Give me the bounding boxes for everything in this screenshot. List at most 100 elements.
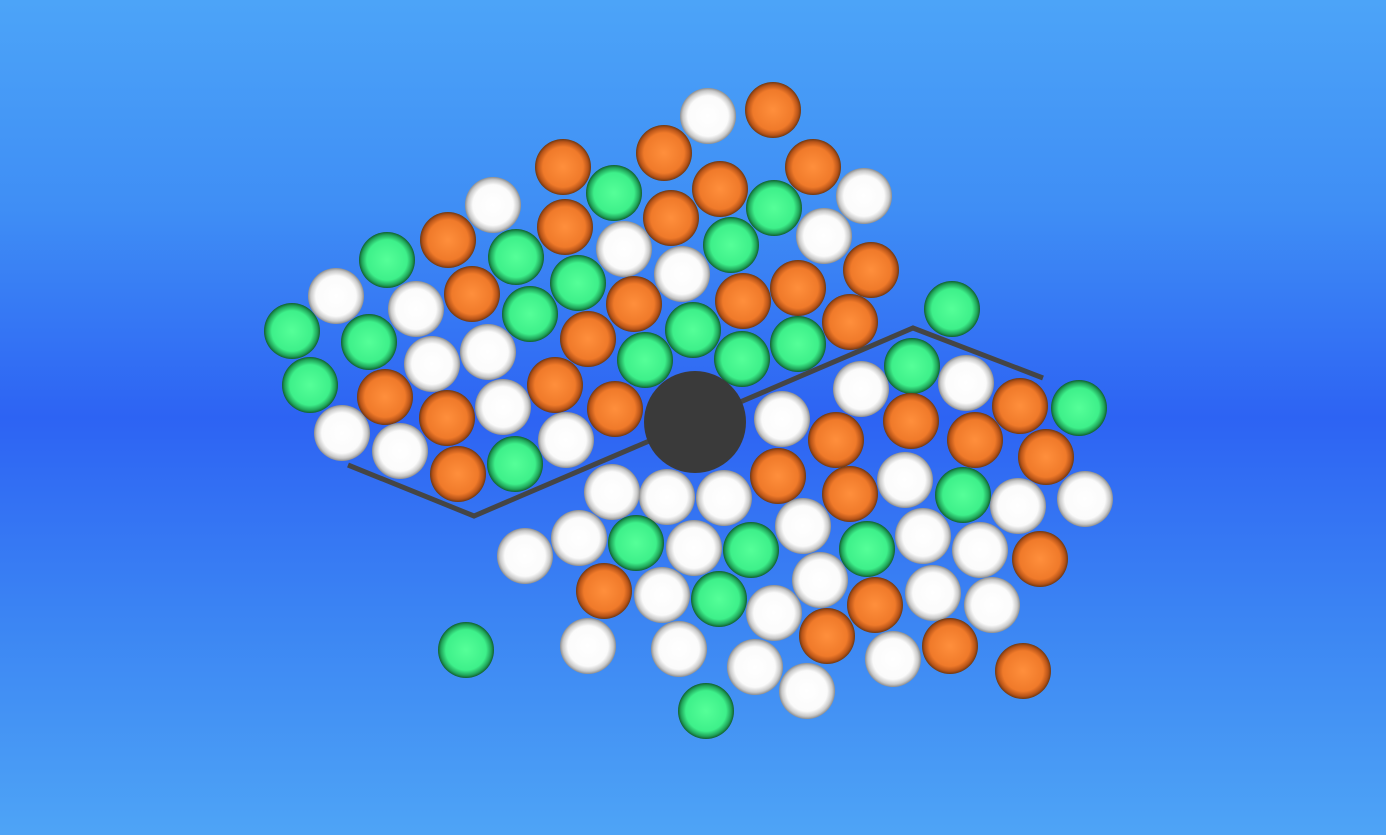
green-ball[interactable] bbox=[665, 302, 721, 358]
orange-ball[interactable] bbox=[537, 199, 593, 255]
white-ball[interactable] bbox=[754, 391, 810, 447]
orange-ball[interactable] bbox=[692, 161, 748, 217]
white-ball[interactable] bbox=[792, 552, 848, 608]
white-ball[interactable] bbox=[634, 567, 690, 623]
green-ball[interactable] bbox=[678, 683, 734, 739]
white-ball[interactable] bbox=[836, 168, 892, 224]
white-ball[interactable] bbox=[497, 528, 553, 584]
center-hub[interactable] bbox=[644, 371, 746, 473]
white-ball[interactable] bbox=[877, 452, 933, 508]
orange-ball[interactable] bbox=[799, 608, 855, 664]
orange-ball[interactable] bbox=[1018, 429, 1074, 485]
orange-ball[interactable] bbox=[883, 393, 939, 449]
white-ball[interactable] bbox=[1057, 471, 1113, 527]
orange-ball[interactable] bbox=[770, 260, 826, 316]
orange-ball[interactable] bbox=[535, 139, 591, 195]
white-ball[interactable] bbox=[460, 324, 516, 380]
orange-ball[interactable] bbox=[636, 125, 692, 181]
white-ball[interactable] bbox=[964, 577, 1020, 633]
orange-ball[interactable] bbox=[947, 412, 1003, 468]
green-ball[interactable] bbox=[550, 255, 606, 311]
white-ball[interactable] bbox=[639, 469, 695, 525]
green-ball[interactable] bbox=[282, 357, 338, 413]
orange-ball[interactable] bbox=[420, 212, 476, 268]
green-ball[interactable] bbox=[586, 165, 642, 221]
green-ball[interactable] bbox=[746, 180, 802, 236]
green-ball[interactable] bbox=[608, 515, 664, 571]
orange-ball[interactable] bbox=[527, 357, 583, 413]
white-ball[interactable] bbox=[990, 478, 1046, 534]
orange-ball[interactable] bbox=[822, 294, 878, 350]
orange-ball[interactable] bbox=[587, 381, 643, 437]
white-ball[interactable] bbox=[796, 208, 852, 264]
white-ball[interactable] bbox=[538, 412, 594, 468]
white-ball[interactable] bbox=[746, 585, 802, 641]
green-ball[interactable] bbox=[935, 467, 991, 523]
orange-ball[interactable] bbox=[785, 139, 841, 195]
white-ball[interactable] bbox=[308, 268, 364, 324]
white-ball[interactable] bbox=[465, 177, 521, 233]
green-ball[interactable] bbox=[884, 338, 940, 394]
green-ball[interactable] bbox=[723, 522, 779, 578]
green-ball[interactable] bbox=[502, 286, 558, 342]
orange-ball[interactable] bbox=[715, 273, 771, 329]
white-ball[interactable] bbox=[952, 522, 1008, 578]
orange-ball[interactable] bbox=[843, 242, 899, 298]
white-ball[interactable] bbox=[775, 498, 831, 554]
green-ball[interactable] bbox=[359, 232, 415, 288]
white-ball[interactable] bbox=[551, 510, 607, 566]
white-ball[interactable] bbox=[727, 639, 783, 695]
orange-ball[interactable] bbox=[357, 369, 413, 425]
orange-ball[interactable] bbox=[1012, 531, 1068, 587]
orange-ball[interactable] bbox=[430, 446, 486, 502]
orange-ball[interactable] bbox=[606, 276, 662, 332]
green-ball[interactable] bbox=[770, 316, 826, 372]
orange-ball[interactable] bbox=[808, 412, 864, 468]
white-ball[interactable] bbox=[938, 355, 994, 411]
white-ball[interactable] bbox=[404, 336, 460, 392]
green-ball[interactable] bbox=[714, 331, 770, 387]
white-ball[interactable] bbox=[696, 470, 752, 526]
orange-ball[interactable] bbox=[745, 82, 801, 138]
orange-ball[interactable] bbox=[560, 311, 616, 367]
white-ball[interactable] bbox=[372, 423, 428, 479]
orange-ball[interactable] bbox=[847, 577, 903, 633]
white-ball[interactable] bbox=[666, 520, 722, 576]
white-ball[interactable] bbox=[654, 246, 710, 302]
orange-ball[interactable] bbox=[992, 378, 1048, 434]
green-ball[interactable] bbox=[487, 436, 543, 492]
orange-ball[interactable] bbox=[576, 563, 632, 619]
white-ball[interactable] bbox=[865, 631, 921, 687]
orange-ball[interactable] bbox=[444, 266, 500, 322]
green-ball[interactable] bbox=[264, 303, 320, 359]
white-ball[interactable] bbox=[680, 88, 736, 144]
green-ball[interactable] bbox=[1051, 380, 1107, 436]
white-ball[interactable] bbox=[388, 281, 444, 337]
white-ball[interactable] bbox=[584, 464, 640, 520]
green-ball[interactable] bbox=[924, 281, 980, 337]
white-ball[interactable] bbox=[651, 621, 707, 677]
green-ball[interactable] bbox=[691, 571, 747, 627]
orange-ball[interactable] bbox=[922, 618, 978, 674]
green-ball[interactable] bbox=[617, 332, 673, 388]
white-ball[interactable] bbox=[895, 508, 951, 564]
white-ball[interactable] bbox=[314, 405, 370, 461]
orange-ball[interactable] bbox=[419, 390, 475, 446]
white-ball[interactable] bbox=[560, 618, 616, 674]
green-ball[interactable] bbox=[839, 521, 895, 577]
green-ball[interactable] bbox=[438, 622, 494, 678]
green-ball[interactable] bbox=[341, 314, 397, 370]
green-ball[interactable] bbox=[703, 217, 759, 273]
white-ball[interactable] bbox=[596, 221, 652, 277]
orange-ball[interactable] bbox=[643, 190, 699, 246]
orange-ball[interactable] bbox=[995, 643, 1051, 699]
green-ball[interactable] bbox=[488, 229, 544, 285]
orange-ball[interactable] bbox=[822, 466, 878, 522]
orange-ball[interactable] bbox=[750, 448, 806, 504]
white-ball[interactable] bbox=[475, 379, 531, 435]
white-ball[interactable] bbox=[779, 663, 835, 719]
white-ball[interactable] bbox=[905, 565, 961, 621]
white-ball[interactable] bbox=[833, 361, 889, 417]
